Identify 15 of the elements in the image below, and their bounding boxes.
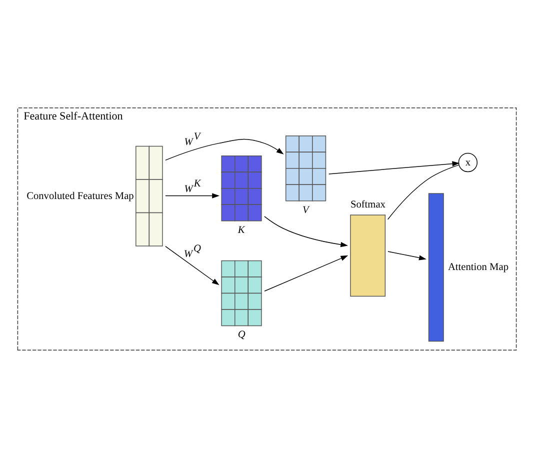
node-label: K — [238, 224, 245, 236]
arrow — [388, 250, 426, 260]
node-label: Q — [238, 329, 246, 340]
node-label: Softmax — [350, 199, 386, 210]
arrow — [165, 138, 284, 160]
arrow — [264, 254, 348, 291]
node-circle: x — [458, 152, 478, 172]
arrow — [165, 246, 220, 285]
arrow — [264, 216, 348, 247]
node-label: V — [302, 204, 309, 216]
node-label: Attention Map — [448, 262, 508, 273]
node-label: Convoluted Features Map — [26, 190, 134, 202]
arrow — [328, 160, 460, 174]
arrow — [165, 192, 220, 198]
connector — [387, 164, 460, 220]
